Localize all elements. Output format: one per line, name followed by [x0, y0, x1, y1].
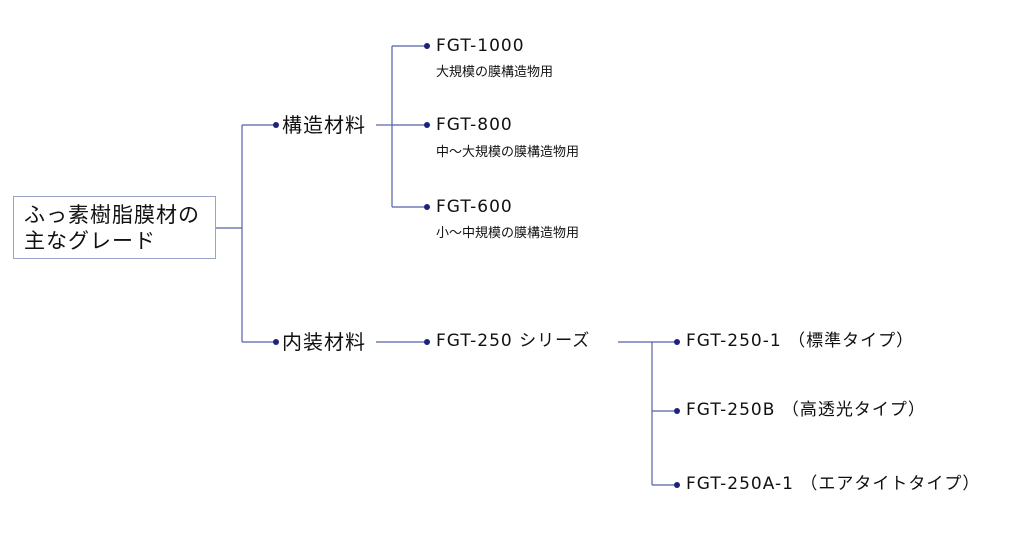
grade-fgt-600: FGT-600 — [436, 197, 513, 217]
grade-fgt-800-note: 中～大規模の膜構造物用 — [436, 145, 580, 160]
node-dot — [674, 482, 680, 488]
node-dot — [424, 43, 430, 49]
root-title-line1: ふっ素樹脂膜材の — [24, 203, 200, 227]
root-node: ふっ素樹脂膜材の 主なグレード — [13, 196, 216, 259]
node-dot — [424, 339, 430, 345]
grade-fgt-250-1: FGT-250-1 （標準タイプ） — [686, 331, 915, 351]
grade-fgt-1000: FGT-1000 — [436, 36, 525, 56]
grade-fgt-1000-note: 大規模の膜構造物用 — [436, 65, 554, 80]
category-interior: 内装材料 — [282, 330, 366, 354]
node-dot — [674, 408, 680, 414]
grade-fgt-250a-1: FGT-250A-1 （エアタイトタイプ） — [686, 474, 981, 494]
node-dot — [273, 122, 279, 128]
node-dot — [424, 122, 430, 128]
grade-fgt-250b: FGT-250B （高透光タイプ） — [686, 400, 926, 420]
root-title-line2: 主なグレード — [24, 229, 156, 253]
series-fgt-250: FGT-250 シリーズ — [436, 331, 591, 351]
category-structural: 構造材料 — [282, 113, 366, 137]
node-dot — [674, 339, 680, 345]
grade-fgt-600-note: 小～中規模の膜構造物用 — [436, 226, 580, 241]
node-dot — [424, 204, 430, 210]
node-dot — [273, 339, 279, 345]
grade-fgt-800: FGT-800 — [436, 115, 513, 135]
